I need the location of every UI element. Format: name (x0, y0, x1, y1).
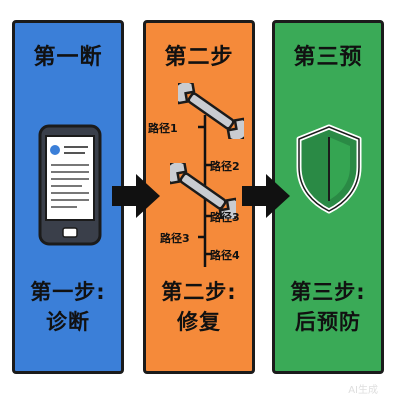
panel-title-diagnose: 第一断 (33, 45, 103, 70)
arrow-right-icon (112, 174, 160, 218)
panel-diagnose: 第一断 第一步: 诊断 (12, 20, 124, 374)
step-label-prevent-2: 后预防 (295, 310, 361, 334)
step-label-diagnose-1: 第一步: (30, 280, 106, 304)
smartphone-icon (38, 124, 102, 246)
shield-icon (296, 124, 362, 214)
panel-title-repair: 第二步 (164, 45, 234, 70)
step-label-repair-2: 修复 (177, 310, 221, 334)
arrow-right-icon (242, 174, 290, 218)
path-label-2: 路径2 (210, 160, 240, 173)
wrench-icon (178, 83, 244, 139)
panel-prevent: 第三预 第三步: 后预防 (272, 20, 384, 374)
path-label-4: 路径4 (210, 249, 240, 262)
path-label-1: 路径1 (148, 122, 178, 135)
path-label-3a: 路径3 (210, 211, 240, 224)
step-label-repair-1: 第二步: (161, 280, 237, 304)
step-label-diagnose-2: 诊断 (46, 310, 90, 334)
path-label-3b: 路径3 (160, 232, 190, 245)
wrench-icon (170, 163, 236, 219)
panel-repair: 第二步 路径1 路径2 路径3 (143, 20, 255, 374)
watermark: AI生成 (348, 385, 378, 396)
step-label-prevent-1: 第三步: (290, 280, 366, 304)
panel-title-prevent: 第三预 (293, 45, 363, 70)
